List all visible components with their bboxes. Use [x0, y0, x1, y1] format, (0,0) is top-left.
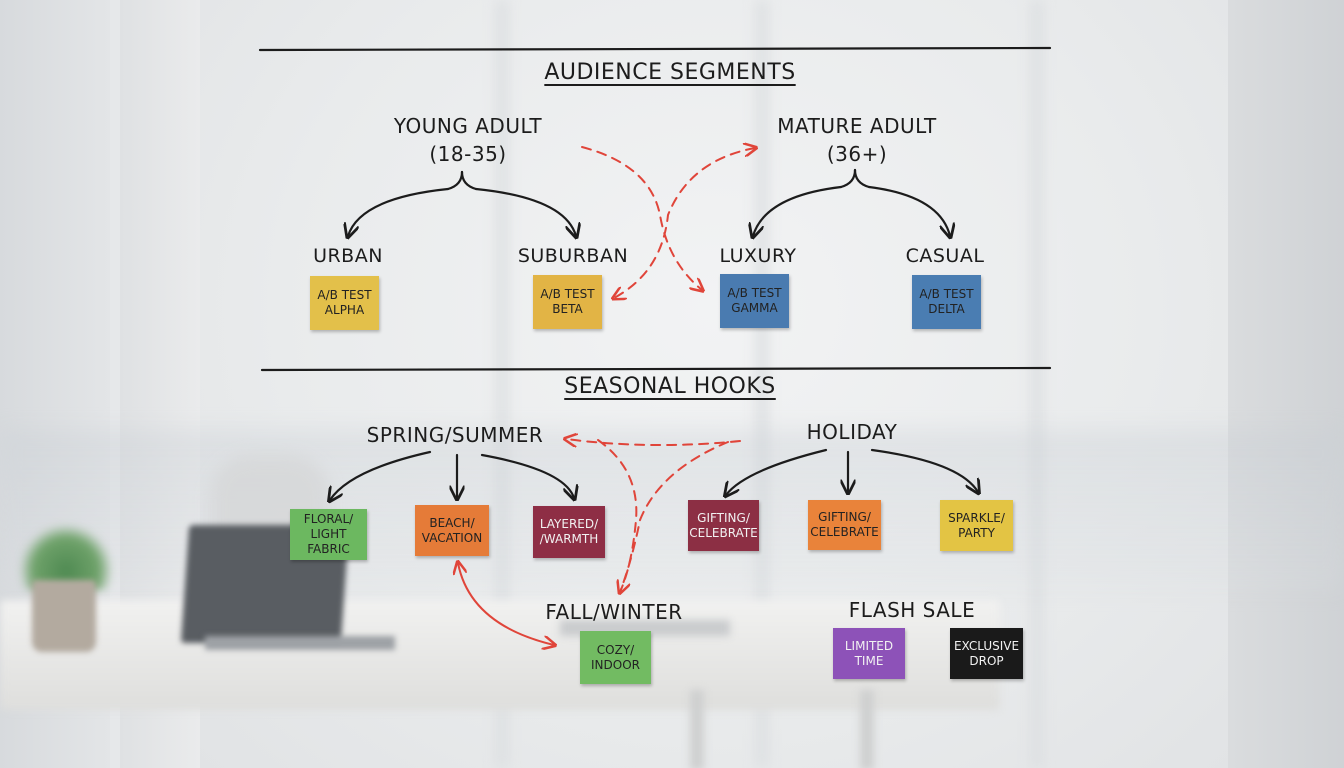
- note-line: TIME: [854, 653, 884, 668]
- arrow-to-luxury: [753, 185, 843, 236]
- sticky-note-sparkle: SPARKLE/PARTY: [940, 500, 1013, 551]
- cross-link-mature-to-suburban: [614, 148, 755, 298]
- note-line: CELEBRATE: [689, 525, 758, 540]
- group-young-adult: YOUNG ADULT (18-35): [394, 112, 542, 168]
- note-line: VACATION: [421, 530, 483, 545]
- note-line: SPARKLE/: [948, 510, 1005, 525]
- connector: [853, 168, 871, 189]
- group-mature-adult-name: MATURE ADULT: [777, 114, 937, 138]
- divider-line: [260, 366, 1052, 372]
- section-title-seasonal: SEASONAL HOOKS: [564, 374, 776, 399]
- note-line: LIGHT FABRIC: [307, 527, 350, 556]
- note-line: BETA: [552, 302, 583, 316]
- connector: [446, 170, 464, 191]
- arrow-to-sparkle: [870, 448, 978, 492]
- note-line: CELEBRATE: [810, 525, 879, 539]
- segment-label-urban: URBAN: [313, 245, 383, 267]
- arrow-to-casual: [867, 185, 950, 236]
- note-line: ALPHA: [324, 303, 365, 317]
- arrow-to-suburban: [474, 187, 576, 236]
- arrow-to-urban: [348, 187, 450, 236]
- note-line: GIFTING/: [697, 510, 750, 525]
- note-line: GIFTING/: [818, 510, 871, 524]
- sticky-note-gifting-alt: GIFTING/CELEBRATE: [808, 500, 881, 550]
- desk-leg: [860, 690, 874, 768]
- group-fall-winter: FALL/WINTER: [545, 600, 683, 624]
- note-line: A/B TEST: [919, 287, 974, 301]
- group-spring-summer: SPRING/SUMMER: [366, 423, 544, 447]
- section-title-audience: AUDIENCE SEGMENTS: [544, 60, 796, 85]
- segment-label-luxury: LUXURY: [719, 245, 797, 267]
- window-mullion: [1030, 0, 1044, 768]
- note-line: A/B TEST: [540, 287, 595, 301]
- note-line: FLORAL/: [303, 512, 354, 526]
- potted-plant: [20, 525, 112, 590]
- cross-link-beach-to-cozy: [458, 563, 554, 645]
- cross-link-young-to-luxury: [581, 146, 702, 290]
- note-line: LAYERED/: [539, 517, 599, 531]
- note-line: LIMITED: [844, 638, 894, 653]
- note-line: DROP: [969, 653, 1004, 668]
- note-line: INDOOR: [591, 657, 640, 672]
- group-young-adult-age: (18-35): [429, 142, 507, 166]
- note-line: PARTY: [958, 525, 995, 540]
- group-flash-sale: FLASH SALE: [848, 598, 976, 622]
- connector: [460, 170, 478, 191]
- note-line: A/B TEST: [317, 288, 372, 302]
- connector: [839, 168, 857, 189]
- group-young-adult-name: YOUNG ADULT: [393, 114, 543, 138]
- cross-link-holiday-to-fall: [620, 441, 729, 592]
- laptop-base: [205, 636, 395, 650]
- sticky-note-floral: FLORAL/LIGHT FABRIC: [290, 509, 367, 560]
- note-line: DELTA: [928, 302, 965, 316]
- segment-label-casual: CASUAL: [905, 245, 985, 267]
- sticky-note-beach: BEACH/VACATION: [415, 505, 489, 556]
- arrow-to-layered: [480, 453, 574, 498]
- group-mature-adult-age: (36+): [826, 142, 888, 166]
- plant-pot: [32, 580, 96, 652]
- note-line: BEACH/: [429, 515, 475, 530]
- sticky-note-layered: LAYERED//WARMTH: [533, 506, 605, 558]
- desk-leg: [690, 690, 704, 768]
- note-line: A/B TEST: [727, 286, 782, 300]
- arrow-to-gifting: [726, 448, 828, 495]
- wall-pillar-right: [1228, 0, 1344, 768]
- divider-line: [258, 46, 1052, 52]
- group-mature-adult: MATURE ADULT (36+): [777, 112, 936, 168]
- sticky-note-cozy: COZY/INDOOR: [580, 631, 651, 684]
- note-line: GAMMA: [731, 301, 778, 315]
- note-line: COZY/: [596, 642, 635, 657]
- cross-link-holiday-to-spring: [566, 439, 741, 445]
- segment-label-suburban: SUBURBAN: [517, 245, 629, 267]
- group-holiday: HOLIDAY: [806, 420, 898, 444]
- note-line: EXCLUSIVE: [953, 638, 1020, 653]
- note-line: /WARMTH: [539, 532, 599, 546]
- arrow-to-floral: [330, 450, 432, 500]
- sticky-note-gifting: GIFTING/CELEBRATE: [688, 500, 759, 551]
